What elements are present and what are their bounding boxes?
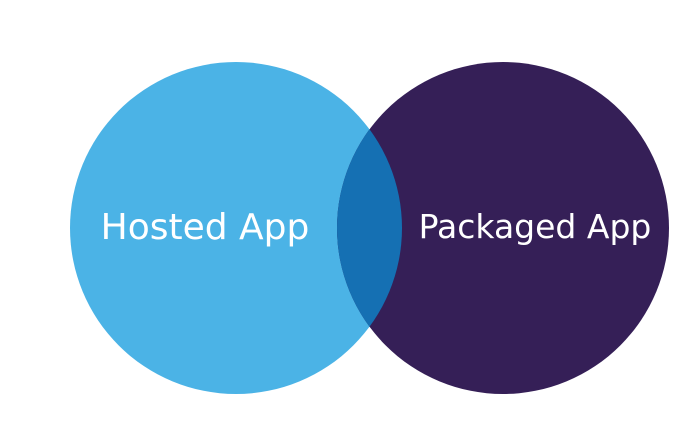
hosted-app-circle bbox=[70, 62, 402, 394]
hosted-app-label: Hosted App bbox=[101, 207, 310, 248]
packaged-app-label: Packaged App bbox=[419, 207, 652, 246]
packaged-app-circle bbox=[337, 62, 669, 394]
